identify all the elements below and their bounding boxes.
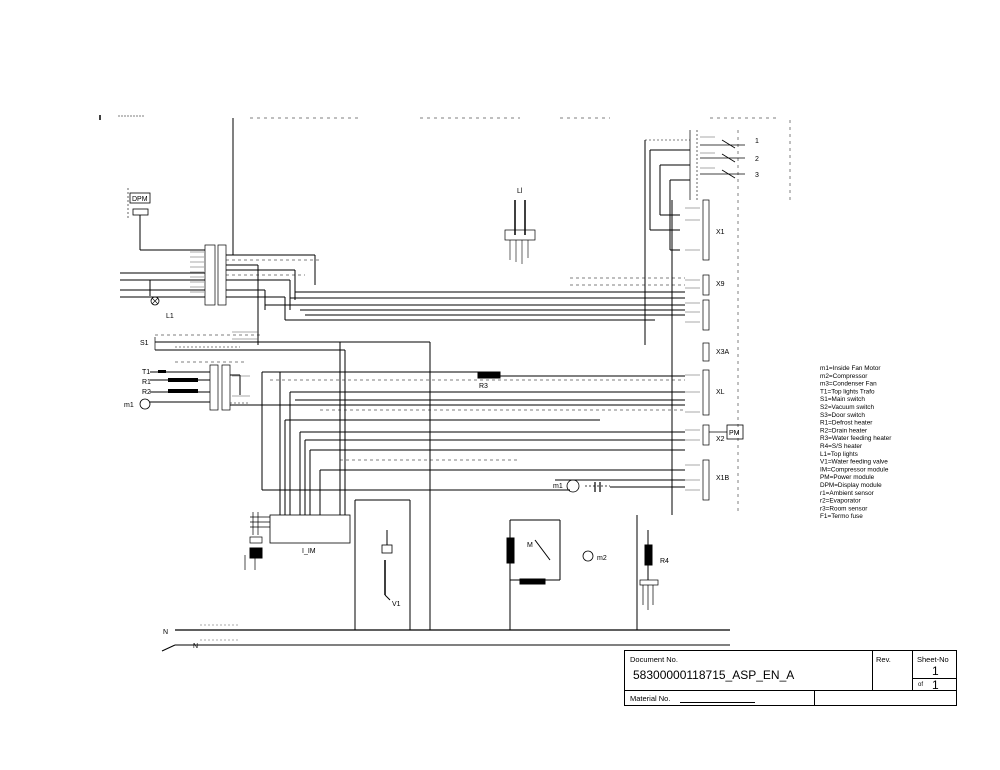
label-m2: m2	[597, 555, 607, 562]
label-t1: T1	[142, 369, 150, 376]
legend-item: m1=Inside Fan Motor	[820, 365, 881, 372]
label-dpm: DPM	[132, 196, 148, 203]
label-x3a: X3A	[716, 349, 730, 356]
legend-item: DPM=Display module	[820, 482, 882, 489]
components	[158, 370, 198, 393]
rev-cell: Rev.	[873, 651, 913, 691]
label-out-2: 2	[755, 156, 759, 163]
legend-item: R1=Defrost heater	[820, 420, 873, 427]
legend-item: R4=S/S heater	[820, 443, 863, 450]
label-m1-right: m1	[553, 483, 563, 490]
legend-item: F1=Termo fuse	[820, 513, 863, 520]
label-x1: X1	[716, 229, 725, 236]
label-xl: XL	[716, 389, 725, 396]
label-v1: V1	[392, 601, 401, 608]
label-ll: Ll	[517, 188, 523, 195]
sheet-label: Sheet-No	[917, 655, 949, 664]
legend-item: PM=Power module	[820, 474, 875, 481]
component-labels: DPM L1 S1 T1 R1 R2 m1 Ll R3 X1 X9 X3A XL…	[124, 138, 759, 650]
sheet-cell: Sheet-No 1 of 1	[913, 651, 956, 692]
of-label: of	[918, 682, 924, 688]
label-r4: R4	[660, 558, 669, 565]
label-l1: L1	[166, 313, 174, 320]
title-block: Document No. 58300000118715_ASP_EN_A Rev…	[624, 650, 957, 706]
label-x9: X9	[716, 281, 725, 288]
label-n1: N	[163, 629, 168, 636]
label-r1: R1	[142, 379, 151, 386]
label-im: I_IM	[302, 548, 316, 555]
legend-item: IM=Compressor module	[820, 466, 889, 473]
label-x2: X2	[716, 436, 725, 443]
legend-item: S1=Main switch	[820, 396, 865, 403]
label-r3: R3	[479, 383, 488, 390]
m1-left-motor-icon	[139, 398, 151, 410]
sheet-total: 1	[932, 678, 939, 692]
label-out-1: 1	[755, 138, 759, 145]
legend-item: r1=Ambient sensor	[820, 490, 875, 497]
label-r2: R2	[142, 389, 151, 396]
legend-item: V1=Water feeding valve	[820, 459, 888, 466]
legend-item: R2=Drain heater	[820, 427, 868, 434]
rev-label: Rev.	[876, 655, 891, 664]
material-label: Material No.	[630, 694, 671, 703]
wire-tags	[190, 136, 715, 641]
label-n2: N	[193, 643, 198, 650]
sheet-number: 1	[932, 664, 939, 678]
label-pm: PM	[729, 430, 740, 437]
label-m: M	[527, 542, 533, 549]
wires	[99, 115, 791, 652]
legend-item: S2=Vacuum switch	[820, 404, 874, 411]
legend-item: r3=Room sensor	[820, 505, 868, 512]
label-m1-left: m1	[124, 402, 134, 409]
legend-item: S3=Door switch	[820, 412, 865, 419]
legend-item: m2=Compressor	[820, 373, 868, 380]
legend-item: R3=Water feeding heater	[820, 435, 892, 442]
document-cell: Document No. 58300000118715_ASP_EN_A	[625, 651, 873, 691]
legend-item: r2=Evaporator	[820, 498, 862, 505]
document-label: Document No.	[630, 655, 678, 664]
legend: m1=Inside Fan Motorm2=Compressorm3=Conde…	[820, 365, 892, 520]
legend-item: T1=Top lights Trafo	[820, 388, 875, 395]
legend-item: m3=Condenser Fan	[820, 381, 877, 388]
material-cell: Material No.	[625, 691, 815, 705]
label-s1: S1	[140, 340, 149, 347]
legend-item: L1=Top lights	[820, 451, 858, 458]
document-number: 58300000118715_ASP_EN_A	[633, 668, 795, 682]
label-x1b: X1B	[716, 475, 730, 482]
label-out-3: 3	[755, 172, 759, 179]
